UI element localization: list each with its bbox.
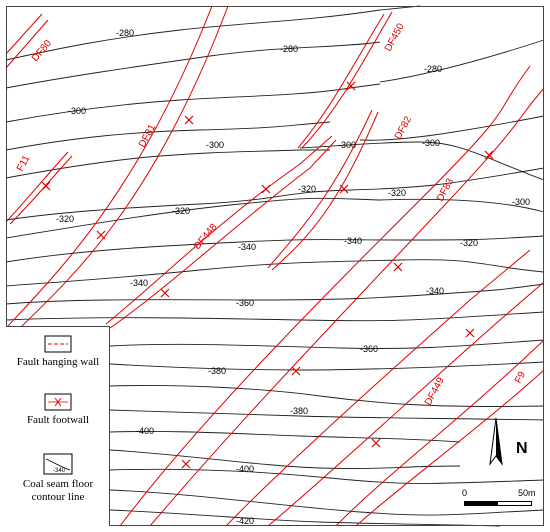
scale-end-label: 50m (518, 488, 536, 498)
footwall-marker (261, 184, 271, 194)
legend-label: Fault footwall (26, 414, 90, 426)
contour-labels: -280 -280 -280 -300 -300 -300 -300 -300 … (56, 28, 530, 526)
contour-line (5, 311, 545, 322)
contour-label: -320 (172, 206, 190, 216)
fault-f9 (335, 339, 545, 527)
contour-line (109, 409, 545, 421)
contour-label: -320 (388, 188, 406, 198)
contour-label: -300 (338, 140, 356, 150)
contour-label: -300 (422, 138, 440, 148)
fault-f11 (5, 151, 73, 225)
contour-label: -280 (424, 64, 442, 74)
legend-label: Coal seam floor contour line (22, 478, 94, 503)
contour-line (379, 198, 545, 213)
contour-line (5, 235, 545, 263)
contour-line (109, 431, 461, 443)
footwall-marker (371, 438, 381, 448)
footwall-swatch-icon (44, 393, 72, 411)
contour-line (109, 489, 545, 516)
fault-df81 (7, 5, 229, 327)
footwall-marker (291, 366, 301, 376)
footwall-marker (181, 459, 191, 469)
contour-line (5, 149, 330, 179)
contour-line (5, 167, 545, 221)
contour-line (109, 509, 501, 527)
fault-df82 (267, 109, 379, 271)
scale-bar-graphic (464, 501, 532, 506)
contour-sample-label: -340 (53, 468, 66, 474)
contour-label: -360 (360, 344, 378, 354)
contour-line (5, 283, 545, 305)
contour-label: -320 (460, 238, 478, 248)
contour-label: -400 (236, 464, 254, 474)
contour-label: -340 (426, 286, 444, 296)
footwall-marker (393, 262, 403, 272)
fault-df448 (105, 135, 337, 329)
fault-label-f9: F9 (513, 370, 528, 386)
contour-line (5, 259, 545, 287)
scale-start-label: 0 (462, 488, 468, 498)
contour-lines (5, 5, 545, 527)
scale-bar: 0 50m (458, 488, 544, 518)
contour-line (359, 115, 545, 141)
legend: Fault hanging wall Fault footwall -340 C… (6, 326, 110, 526)
footwall-markers (41, 81, 494, 469)
footwall-marker (160, 288, 170, 298)
contour-line (379, 39, 545, 83)
contour-label: -280 (280, 44, 298, 54)
footwall-marker (346, 81, 356, 91)
contour-line (5, 41, 381, 89)
contour-label: -420 (236, 516, 254, 526)
footwall-marker (41, 181, 51, 191)
legend-item-hanging-wall: Fault hanging wall (6, 335, 110, 369)
north-label: N (516, 440, 528, 457)
contour-label: -340 (344, 236, 362, 246)
footwall-marker (96, 230, 106, 240)
contour-label: -300 (512, 197, 530, 207)
fault-df80 (5, 13, 49, 69)
contour-label: -340 (238, 242, 256, 252)
contour-line (109, 468, 545, 484)
contour-label: -320 (56, 214, 74, 224)
legend-item-contour: -340 Coal seam floor contour line (6, 453, 110, 504)
contour-line (5, 83, 381, 123)
footwall-marker (465, 328, 475, 338)
fault-df449 (225, 249, 545, 527)
contour-swatch-icon: -340 (43, 453, 73, 475)
fault-df83 (119, 65, 545, 527)
contour-line (109, 339, 545, 349)
fault-df450 (297, 11, 393, 149)
contour-line (109, 449, 461, 469)
footwall-marker (339, 184, 349, 194)
footwall-marker (184, 115, 194, 125)
contour-line (5, 5, 421, 61)
map-frame (6, 6, 544, 526)
contour-line (5, 197, 381, 239)
contour-label: -400 (136, 426, 154, 436)
contour-line (109, 385, 545, 407)
footwall-marker (484, 150, 494, 160)
contour-label: -340 (130, 278, 148, 288)
contour-line (109, 361, 545, 371)
legend-label: Fault hanging wall (16, 356, 100, 368)
contour-line (299, 141, 545, 181)
contour-label: -280 (116, 28, 134, 38)
contour-label: -300 (68, 106, 86, 116)
contour-label: -360 (236, 298, 254, 308)
north-arrow-icon (489, 417, 503, 466)
contour-label: -320 (298, 184, 316, 194)
contour-label: -380 (208, 366, 226, 376)
hanging-wall-swatch-icon (44, 335, 72, 353)
fault-lines (5, 5, 545, 527)
contour-label: -380 (290, 406, 308, 416)
contour-label: -300 (206, 140, 224, 150)
contour-line (5, 121, 331, 151)
legend-item-footwall: Fault footwall (6, 393, 110, 427)
